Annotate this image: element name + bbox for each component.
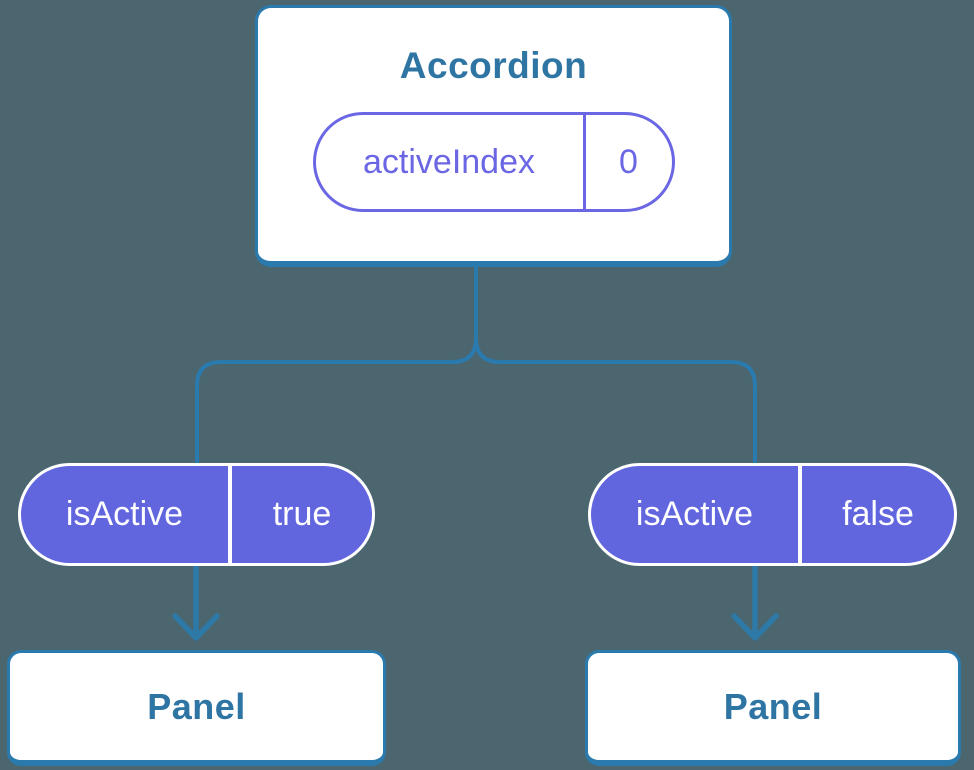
panel-card-left: Panel bbox=[7, 650, 386, 766]
state-label: activeIndex bbox=[316, 115, 586, 209]
state-pill: activeIndex 0 bbox=[312, 112, 675, 212]
accordion-title: Accordion bbox=[399, 45, 588, 86]
down-arrow-icon-right bbox=[731, 563, 779, 641]
state-value: 0 bbox=[619, 142, 638, 181]
accordion-card: Accordion activeIndex 0 bbox=[255, 5, 732, 267]
prop-label: isActive bbox=[21, 466, 232, 563]
prop-pill-right: isActive false bbox=[588, 463, 957, 566]
down-arrow-icon-left bbox=[172, 563, 220, 641]
prop-label: isActive bbox=[591, 466, 802, 563]
prop-value: false bbox=[842, 495, 914, 533]
branch-left-line bbox=[195, 262, 478, 465]
prop-value: true bbox=[272, 495, 332, 533]
panel-title: Panel bbox=[723, 685, 823, 727]
branch-right-line bbox=[474, 262, 757, 465]
panel-title: Panel bbox=[147, 685, 246, 727]
panel-card-right: Panel bbox=[585, 650, 961, 766]
prop-pill-left: isActive true bbox=[18, 463, 375, 566]
